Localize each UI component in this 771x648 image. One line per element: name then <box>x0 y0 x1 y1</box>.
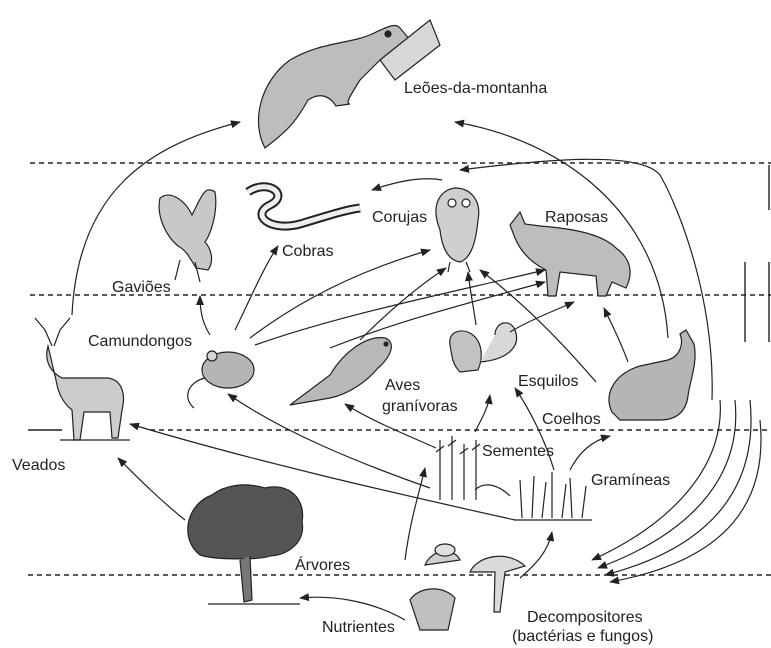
arrow-nutrients-to-seeds <box>405 468 425 560</box>
label-seed-birds-line1: Aves <box>385 377 420 394</box>
rabbit-drawing <box>609 330 695 420</box>
label-foxes: Raposas <box>545 209 608 226</box>
hawk-drawing <box>159 190 216 282</box>
arrow-rabbits-to-owls <box>480 270 596 382</box>
label-decomposers-line2: (bactérias e fungos) <box>512 628 653 645</box>
decomposers-drawing <box>410 544 525 630</box>
arrow-owls-to-snakes <box>372 179 442 190</box>
arrow-grasses-to-rabbits <box>570 436 610 470</box>
tree-drawing <box>188 485 303 604</box>
label-rabbits: Coelhos <box>542 411 601 428</box>
arrow-trees-to-deer <box>118 458 185 520</box>
arrow-birds-to-owls <box>360 268 446 340</box>
arrow-squirrels-to-owls <box>468 272 476 325</box>
label-nutrients: Nutrientes <box>322 619 395 636</box>
arrow-squirrels-to-foxes <box>510 302 574 332</box>
label-trees: Árvores <box>295 555 350 574</box>
grasses-drawing <box>514 472 592 520</box>
arrow-nutrients-to-trees <box>300 597 405 620</box>
label-snakes: Cobras <box>282 243 334 260</box>
arrow-mice-to-hawks <box>200 296 210 335</box>
arrow-nutrients-to-grasses <box>520 532 552 578</box>
seed-bird-drawing <box>290 338 391 405</box>
label-grasses: Gramíneas <box>591 472 670 489</box>
label-mice: Camundongos <box>88 333 192 350</box>
label-decomposers-line1: Decompositores <box>527 609 643 626</box>
label-mountain-lions: Leões-da-montanha <box>404 80 547 97</box>
label-deer: Veados <box>12 457 65 474</box>
owl-drawing <box>436 188 479 272</box>
arrow-mice-to-owls <box>250 250 430 338</box>
arrow-grasses-to-deer <box>130 424 515 520</box>
arrow-decay-4 <box>610 420 761 582</box>
squirrel-drawing <box>450 323 517 372</box>
arrow-rabbits-to-foxes <box>604 308 628 362</box>
label-squirrels: Esquilos <box>518 373 578 390</box>
arrow-mice-to-snakes <box>235 246 278 330</box>
label-owls: Corujas <box>372 209 427 226</box>
mouse-drawing <box>188 351 254 408</box>
snake-drawing <box>248 187 360 226</box>
label-seeds: Sementes <box>482 443 554 460</box>
label-seed-birds-line2: granívoras <box>382 398 458 415</box>
label-hawks: Gaviões <box>112 279 171 296</box>
arrow-seeds-to-squirrels <box>475 395 490 432</box>
